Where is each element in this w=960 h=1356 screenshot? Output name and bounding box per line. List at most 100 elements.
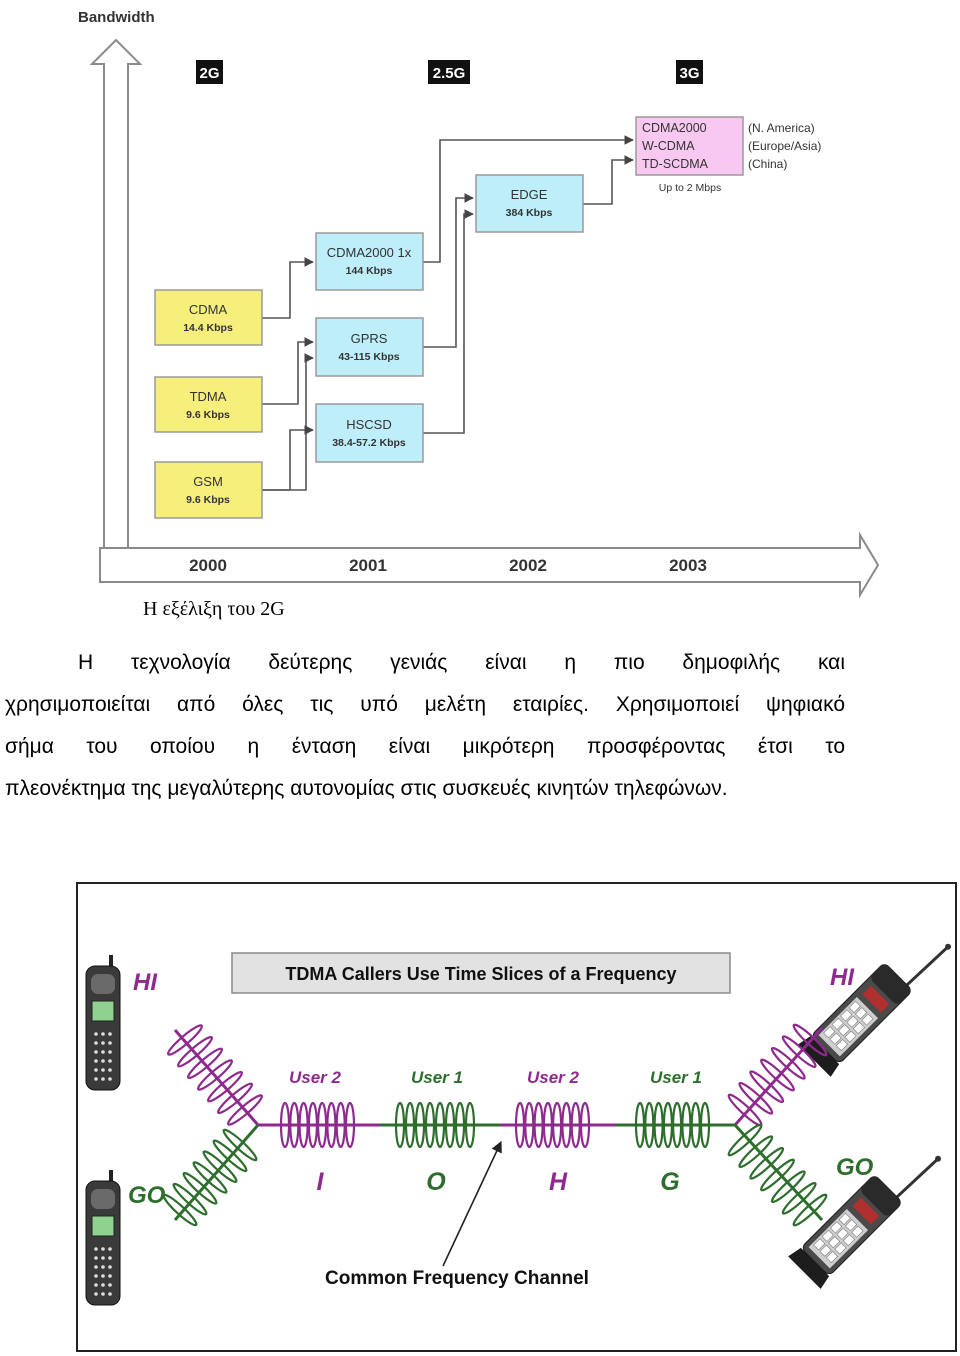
- keypad-key: [94, 1077, 98, 1081]
- figure-title: TDMA Callers Use Time Slices of a Freque…: [285, 964, 676, 984]
- technology-name: EDGE: [511, 187, 548, 202]
- keypad-key: [819, 1244, 832, 1257]
- coil-loop: [335, 1101, 346, 1149]
- coil-loop: [414, 1101, 426, 1149]
- coil-loop: [738, 1135, 774, 1169]
- coil-loop: [634, 1101, 646, 1149]
- generation-text: 3G: [679, 65, 699, 82]
- box-tdma: TDMA 9.6 Kbps: [154, 376, 263, 433]
- time-slot-user: User 2: [527, 1068, 580, 1087]
- technology-name: HSCSD: [346, 417, 392, 432]
- coil-loop: [749, 1070, 785, 1104]
- coil-loop: [326, 1101, 337, 1149]
- standard-name: CDMA2000: [642, 121, 707, 135]
- coil-loop: [216, 1082, 254, 1115]
- keypad-key: [846, 1015, 859, 1028]
- year-label: 2003: [669, 556, 707, 575]
- technology-name: GPRS: [351, 331, 388, 346]
- flip-phone-icon: [788, 1155, 942, 1289]
- coil-loop: [781, 1181, 817, 1215]
- keypad-key: [840, 1009, 853, 1022]
- keypad-key: [94, 1283, 98, 1287]
- phone-top: [861, 1176, 901, 1216]
- data-rate: 384 Kbps: [506, 207, 553, 219]
- pointer-arrow: [442, 1140, 502, 1267]
- coil-loop: [579, 1101, 591, 1149]
- keypad-key: [94, 1050, 98, 1054]
- coil-loop: [533, 1101, 544, 1149]
- phone-screen: [91, 1000, 115, 1022]
- coil-loop: [464, 1101, 476, 1149]
- phone-antenna: [109, 955, 113, 968]
- keypad-key: [813, 1238, 826, 1251]
- paragraph-line: πλεονέκτημα της μεγαλύτερης αυτονομίας σ…: [5, 777, 728, 800]
- coil-loop: [404, 1101, 416, 1149]
- keypad-key: [821, 1229, 834, 1242]
- phone-keypad: [94, 1032, 112, 1081]
- keypad-key: [108, 1256, 112, 1260]
- standard-name: W-CDMA: [642, 139, 695, 153]
- phone-earpiece: [91, 974, 115, 994]
- keypad-key: [108, 1059, 112, 1063]
- keypad-key: [825, 1250, 839, 1264]
- keypad-key: [823, 1026, 836, 1039]
- coil-loop: [206, 1070, 244, 1103]
- phone-keypad: [94, 1247, 112, 1296]
- bandwidth-evolution-diagram: Bandwidth 2000 2001 2002 2003 2G 2.5G 3G…: [78, 9, 880, 599]
- coil-loop: [172, 1182, 208, 1216]
- coil-loop: [770, 1046, 806, 1080]
- keypad-key: [854, 1007, 868, 1020]
- coil-loop: [681, 1101, 692, 1149]
- keypad-key: [852, 1021, 866, 1035]
- phone-display: [852, 1197, 880, 1225]
- keypad-key: [108, 1041, 112, 1045]
- coil-loop: [561, 1101, 572, 1149]
- keypad-key: [108, 1068, 112, 1072]
- coil-loop: [454, 1101, 466, 1149]
- antenna-tip: [945, 943, 952, 950]
- bandwidth-axis-arrow: [89, 38, 143, 551]
- coil-loop: [690, 1101, 701, 1149]
- channel-label: Common Frequency Channel: [325, 1268, 589, 1289]
- keypad-key: [101, 1256, 105, 1260]
- coil-loop: [552, 1101, 563, 1149]
- coil-loop: [317, 1101, 328, 1149]
- keypad-key: [101, 1292, 105, 1296]
- keypad-key: [101, 1050, 105, 1054]
- signal-coils: [162, 1023, 828, 1227]
- keypad-key: [838, 1212, 851, 1225]
- keypad-key: [829, 1032, 842, 1045]
- box-background: [475, 174, 584, 233]
- coil-loop: [662, 1101, 674, 1149]
- keypad-key: [108, 1050, 112, 1054]
- coil-loop: [749, 1146, 785, 1180]
- caller-label-hi: HI: [830, 964, 855, 991]
- connector-arrow: [423, 135, 634, 263]
- keypad-key: [828, 1236, 841, 1249]
- keypad-key: [101, 1059, 105, 1063]
- generation-badge: [676, 60, 703, 84]
- caller-label-go: GO: [128, 1182, 166, 1209]
- coil-loop: [307, 1101, 318, 1149]
- keypad-key: [94, 1292, 98, 1296]
- generation-label-2-5g: 2.5G: [428, 60, 470, 84]
- data-rate: 9.6 Kbps: [186, 494, 230, 506]
- phone-antenna: [906, 945, 950, 987]
- coil-loop: [192, 1161, 228, 1194]
- phone-flap: [788, 1247, 830, 1289]
- coil-loop: [444, 1101, 456, 1149]
- coil-loop: [792, 1193, 828, 1227]
- coil-loop: [699, 1101, 711, 1149]
- keypad-key: [108, 1247, 112, 1251]
- coil-loop: [671, 1101, 683, 1149]
- coil-loop: [202, 1150, 238, 1184]
- data-rate: 43-115 Kbps: [338, 351, 399, 363]
- phone-keypad: [813, 1212, 864, 1264]
- time-axis-arrow: [99, 531, 880, 599]
- connector-arrow: [262, 353, 314, 491]
- keypad-key: [101, 1274, 105, 1278]
- keypad-key: [108, 1292, 112, 1296]
- keypad-key: [108, 1274, 112, 1278]
- antenna-tip: [935, 1155, 942, 1162]
- box-background: [315, 317, 424, 377]
